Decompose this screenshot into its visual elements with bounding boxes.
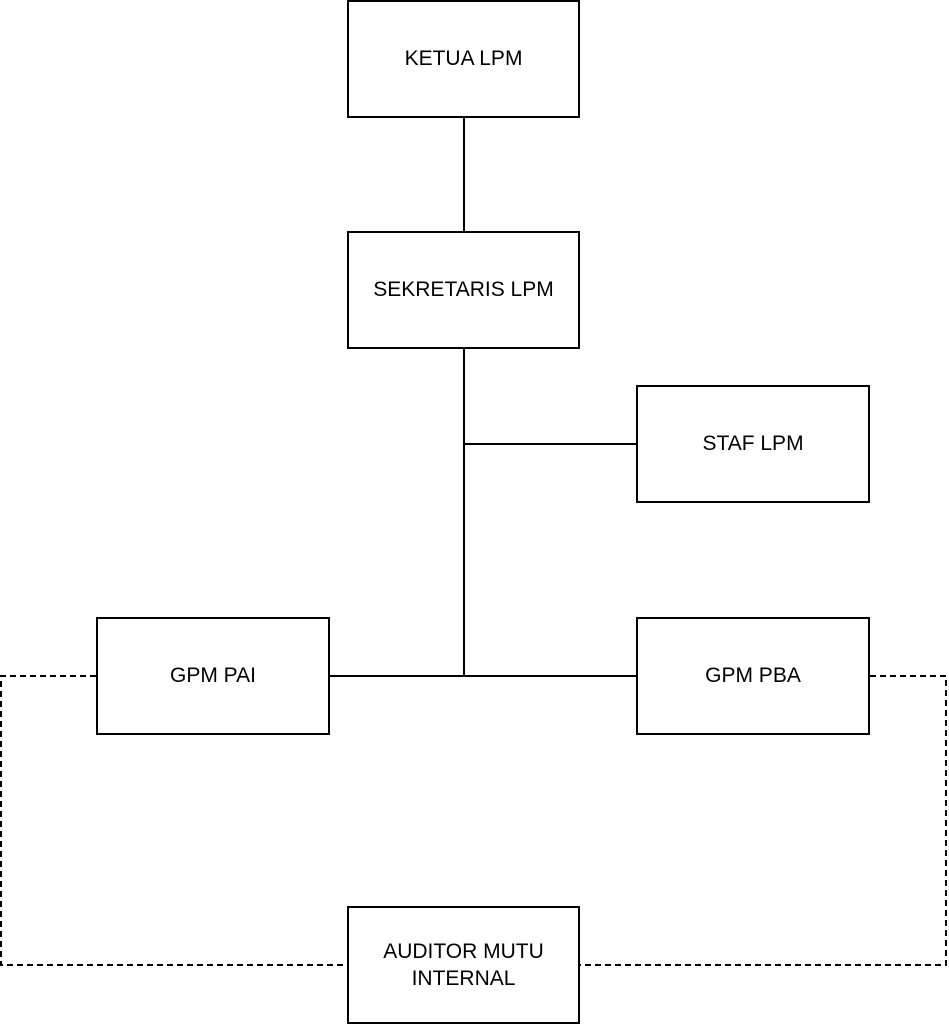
node-auditor-mutu-internal-label: AUDITOR MUTU INTERNAL [383, 939, 544, 990]
node-sekretaris-lpm-label: SEKRETARIS LPM [373, 278, 554, 302]
node-staf-lpm-label: STAF LPM [702, 432, 804, 456]
node-staf-lpm: STAF LPM [636, 385, 870, 503]
node-sekretaris-lpm: SEKRETARIS LPM [347, 231, 580, 349]
node-ketua-lpm: KETUA LPM [347, 0, 580, 118]
edge-gpm-pba-auditor [580, 675, 947, 966]
node-auditor-mutu-internal: AUDITOR MUTU INTERNAL [347, 906, 580, 1024]
node-gpm-pba-label: GPM PBA [705, 664, 801, 688]
node-gpm-pai: GPM PAI [96, 617, 330, 735]
node-ketua-lpm-label: KETUA LPM [404, 47, 523, 71]
node-gpm-pba: GPM PBA [636, 617, 870, 735]
node-gpm-pai-label: GPM PAI [170, 664, 256, 688]
